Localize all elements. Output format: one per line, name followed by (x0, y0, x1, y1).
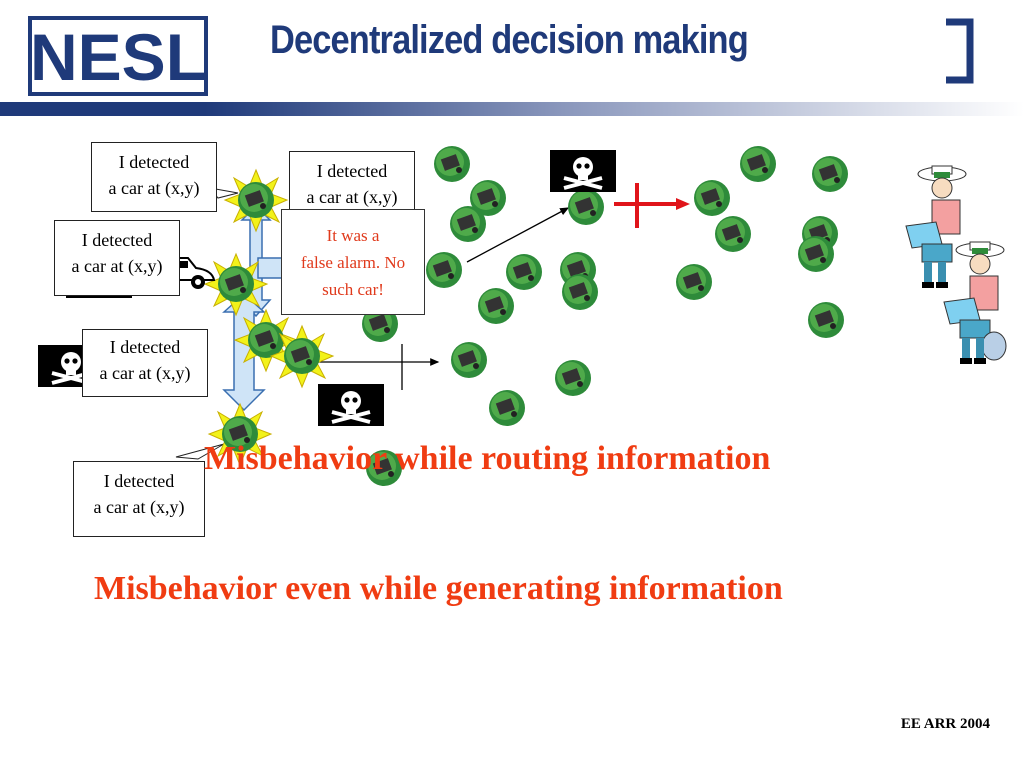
detection-callout: I detected a car at (x,y) (91, 142, 217, 212)
callout-line: a car at (x,y) (108, 178, 200, 198)
callout-line: I detected (118, 152, 190, 172)
callout-line: a car at (x,y) (93, 497, 185, 517)
detection-callout: I detected a car at (x,y) (54, 220, 180, 296)
callout-line: a car at (x,y) (99, 363, 191, 383)
red-arrow-cross (614, 183, 676, 228)
logo-text: NESL (30, 20, 206, 94)
routing-misbehavior-heading: Misbehavior while routing information (204, 440, 771, 477)
callout-line: I detected (103, 471, 175, 491)
detection-callout: I detected a car at (x,y) (82, 329, 208, 397)
callout-line: I detected (109, 337, 181, 357)
callout-line: It was a (326, 226, 380, 245)
generating-misbehavior-heading: Misbehavior even while generating inform… (94, 570, 783, 607)
slide-title: Decentralized decision making (270, 18, 749, 62)
detection-callout: I detected a car at (x,y) (73, 461, 205, 537)
footer-label: EE ARR 2004 (900, 716, 990, 732)
callout-line: a car at (x,y) (71, 256, 163, 276)
callout-line: a car at (x,y) (306, 187, 398, 207)
callout-line: such car! (322, 280, 384, 299)
callout-line: I detected (316, 161, 388, 181)
callout-line: I detected (81, 230, 153, 250)
nesl-logo: NESL (28, 16, 208, 96)
callout-line: false alarm. No (300, 253, 406, 272)
title-underline-bar (0, 102, 1024, 116)
sensor-nodes (362, 146, 848, 486)
false-alarm-callout: It was a false alarm. No such car! (281, 209, 425, 315)
observer-figures (905, 165, 1007, 364)
bracket-decoration (946, 18, 974, 84)
